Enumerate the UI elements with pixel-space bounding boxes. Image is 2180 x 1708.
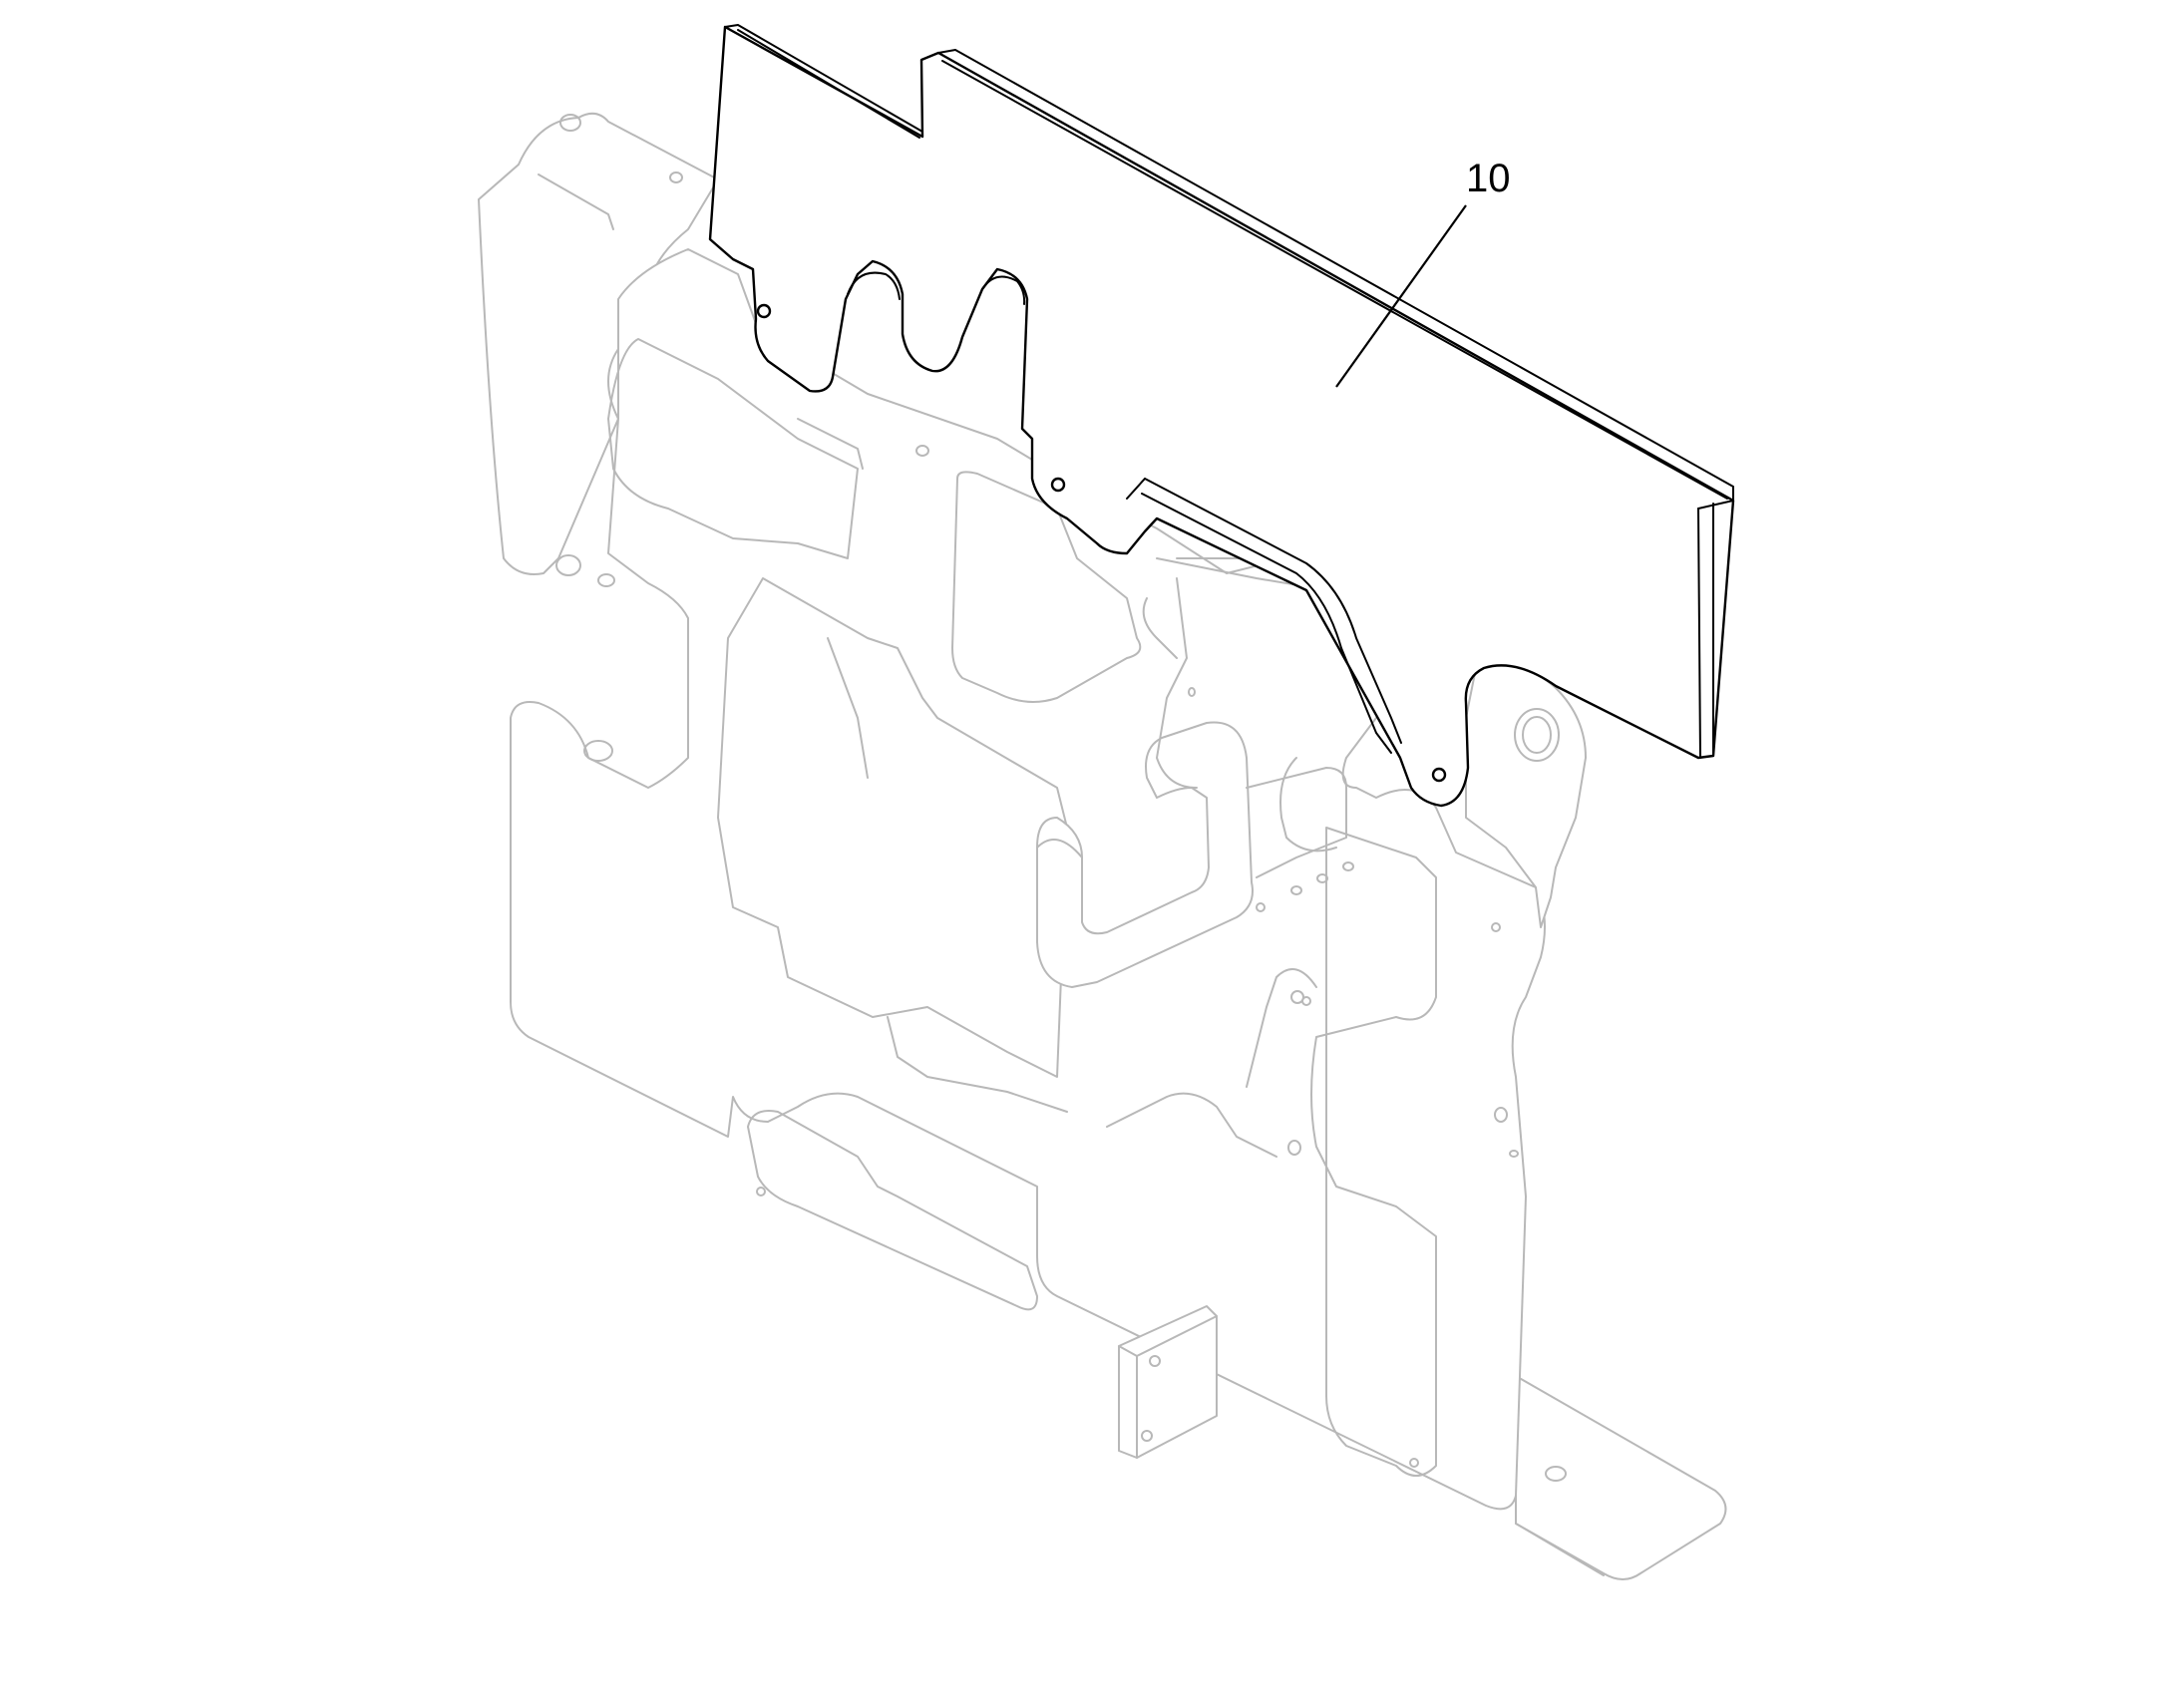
frame-cutout-lower [747, 1110, 1038, 1311]
guard-hole-right [1431, 767, 1447, 783]
base-hole [1545, 1466, 1567, 1482]
base-plate [1515, 1375, 1727, 1580]
guard-hole-center [1050, 477, 1066, 493]
callout-leader-line [1335, 204, 1467, 388]
eye-hole [1514, 708, 1560, 762]
guard-plate-part-10 [708, 24, 1735, 808]
upper-left-bracket [478, 112, 719, 575]
callout-10: 10 [1335, 157, 1511, 388]
mounting-block [1118, 1305, 1218, 1459]
frame-cutout-right-upper [951, 471, 1142, 703]
handle-mount-bracket [1246, 767, 1347, 878]
u-shaped-handle [1036, 721, 1254, 988]
frame-cutout-upper [607, 338, 859, 559]
guard-hole-left [756, 303, 772, 319]
frame-cutout-right [1310, 827, 1437, 1477]
callout-label: 10 [1466, 157, 1511, 200]
guard-plate-body [708, 25, 1735, 808]
frame-cutout-center [717, 577, 1068, 1078]
